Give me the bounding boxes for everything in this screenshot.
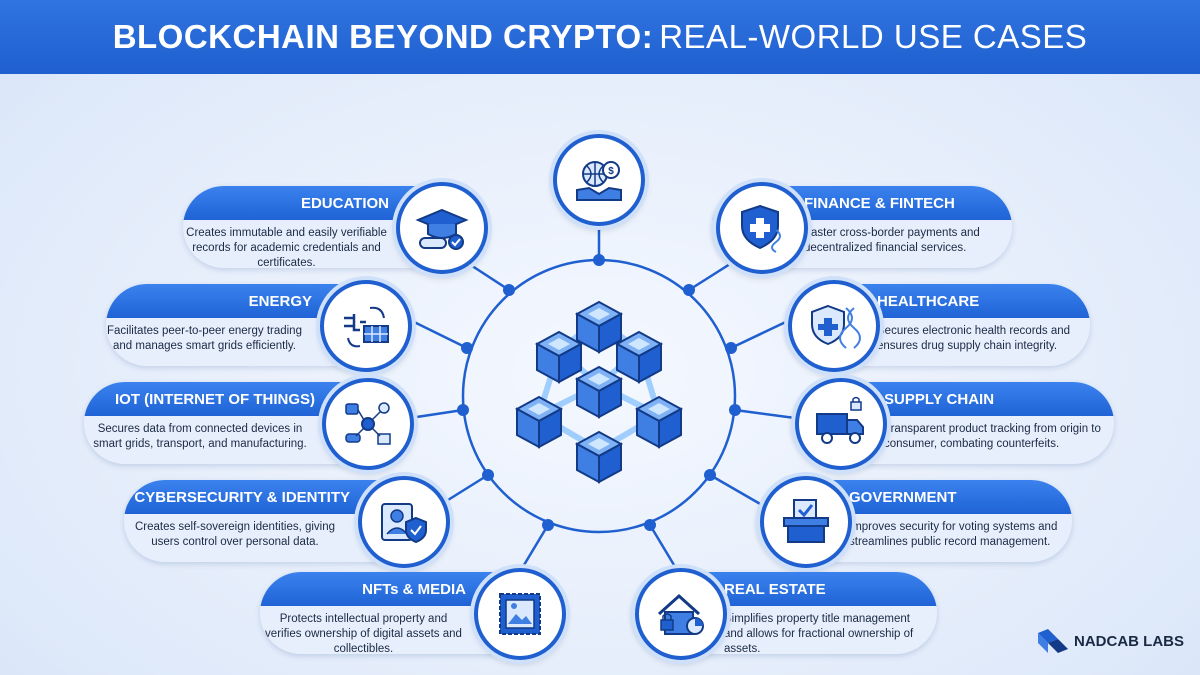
ring-dot xyxy=(729,404,741,416)
card-title: HEALTHCARE xyxy=(877,292,980,310)
ring-dot xyxy=(503,284,515,296)
ring-dot xyxy=(644,519,656,531)
ring-dot xyxy=(725,342,737,354)
ballot-box-icon xyxy=(760,476,852,568)
card-description: Transparent product tracking from origin… xyxy=(884,423,1101,450)
page-title: BLOCKCHAIN BEYOND CRYPTO: REAL-WORLD USE… xyxy=(0,0,1200,74)
solar-energy-icon xyxy=(320,280,412,372)
card-title: NFTs & MEDIA xyxy=(362,580,466,598)
card-description: Simplifies property title management and… xyxy=(724,613,914,654)
card-title: CYBERSECURITY & IDENTITY xyxy=(134,488,350,506)
ring-dot xyxy=(482,469,494,481)
ring-dot xyxy=(457,404,469,416)
house-lock-icon xyxy=(635,568,727,660)
card-title: FINANCE & FINTECH xyxy=(804,194,955,212)
card-title: REAL ESTATE xyxy=(724,580,826,598)
card-description: Secures data from connected devices in s… xyxy=(93,423,307,450)
identity-shield-icon xyxy=(358,476,450,568)
nft-frame-icon xyxy=(474,568,566,660)
card-description: Secures electronic health records and en… xyxy=(877,325,1071,352)
card-description: Creates immutable and easily verifiable … xyxy=(186,227,387,268)
card-title: EDUCATION xyxy=(300,194,389,212)
medical-shield-icon xyxy=(716,182,808,274)
blockchain-cubes-icon xyxy=(516,301,682,483)
card-title: GOVERNMENT xyxy=(849,488,957,506)
nadcab-logo-icon xyxy=(1038,629,1068,653)
ring-dot xyxy=(593,254,605,266)
iot-devices-icon xyxy=(322,378,414,470)
finance-globe-handshake-icon: $ xyxy=(553,134,645,226)
brand-logo: NADCAB LABS xyxy=(1038,629,1184,653)
card-description: Faster cross-border payments and decentr… xyxy=(804,227,980,254)
card-title: ENERGY xyxy=(248,292,312,310)
ring-dot xyxy=(683,284,695,296)
ring-dot xyxy=(461,342,473,354)
health-dna-icon xyxy=(788,280,880,372)
graduation-cap-icon xyxy=(396,182,488,274)
delivery-truck-icon xyxy=(795,378,887,470)
logo-text: NADCAB LABS xyxy=(1074,632,1184,650)
ring-dot xyxy=(704,469,716,481)
card-description: Protects intellectual property and verif… xyxy=(265,613,462,654)
card-title: SUPPLY CHAIN xyxy=(884,390,995,408)
title-light: REAL-WORLD USE CASES xyxy=(659,18,1088,55)
card-title: IOT (INTERNET OF THINGS) xyxy=(115,390,315,408)
ring-dot xyxy=(542,519,554,531)
card-description: Creates self-sovereign identities, givin… xyxy=(134,521,336,548)
title-bold: BLOCKCHAIN BEYOND CRYPTO: xyxy=(112,18,654,55)
card-description: Improves security for voting systems and… xyxy=(849,521,1058,548)
svg-text:$: $ xyxy=(608,166,614,177)
card-description: Facilitates peer-to-peer energy trading … xyxy=(107,325,302,352)
